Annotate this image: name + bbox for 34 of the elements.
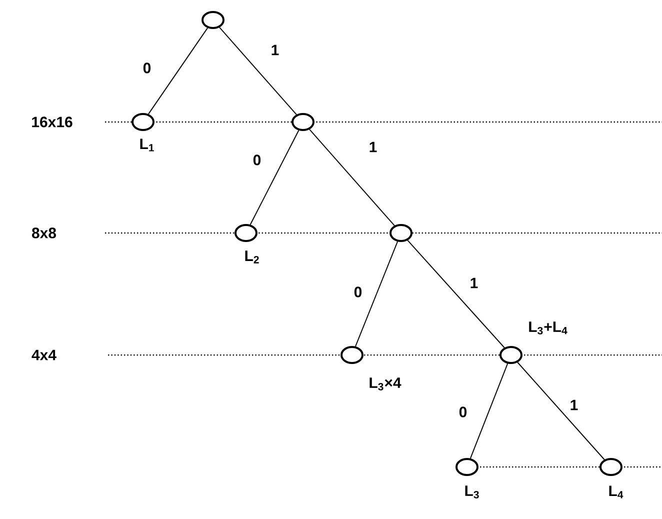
level-label: 4x4 <box>30 348 58 362</box>
edge-label: 1 <box>568 398 580 412</box>
tree-node-circle <box>390 224 412 242</box>
tree-edge <box>219 26 297 116</box>
tree-node-circle <box>340 346 364 364</box>
tree-node-circle <box>456 458 478 476</box>
node-caption: L$_{3}$×4 <box>368 376 402 392</box>
level-label: 8x8 <box>30 226 58 240</box>
tree-edge <box>309 128 395 226</box>
tree-node-circle <box>202 11 224 29</box>
edge-label: 1 <box>468 276 480 290</box>
edge-label: 0 <box>458 406 468 418</box>
tree-node-circle <box>292 113 314 131</box>
node-caption: L$_{2}$ <box>243 250 261 264</box>
node-caption: L$_{3}$+L$_{4}$ <box>527 320 569 336</box>
node-caption: L$_{3}$ <box>463 484 481 500</box>
tree-node-circle <box>600 458 622 476</box>
tree-node-circle <box>234 224 258 242</box>
edge-label: 1 <box>368 140 378 154</box>
tree-edge <box>250 130 300 226</box>
edge-label: 0 <box>142 62 152 74</box>
tree-edge <box>407 240 505 348</box>
edge-label: 0 <box>252 154 262 166</box>
tree-edge <box>354 241 398 347</box>
tree-node-circle <box>500 346 522 364</box>
level-label: 16x16 <box>30 116 74 128</box>
node-caption: L$_{1}$ <box>138 138 156 152</box>
tree-edge <box>470 363 508 459</box>
tree-node-circle <box>132 113 154 131</box>
node-caption: L$_{4}$ <box>607 484 625 500</box>
edge-label: 1 <box>270 44 280 56</box>
edge-label: 0 <box>352 286 364 298</box>
tree-edge <box>517 362 605 460</box>
tree-edge <box>148 27 208 115</box>
